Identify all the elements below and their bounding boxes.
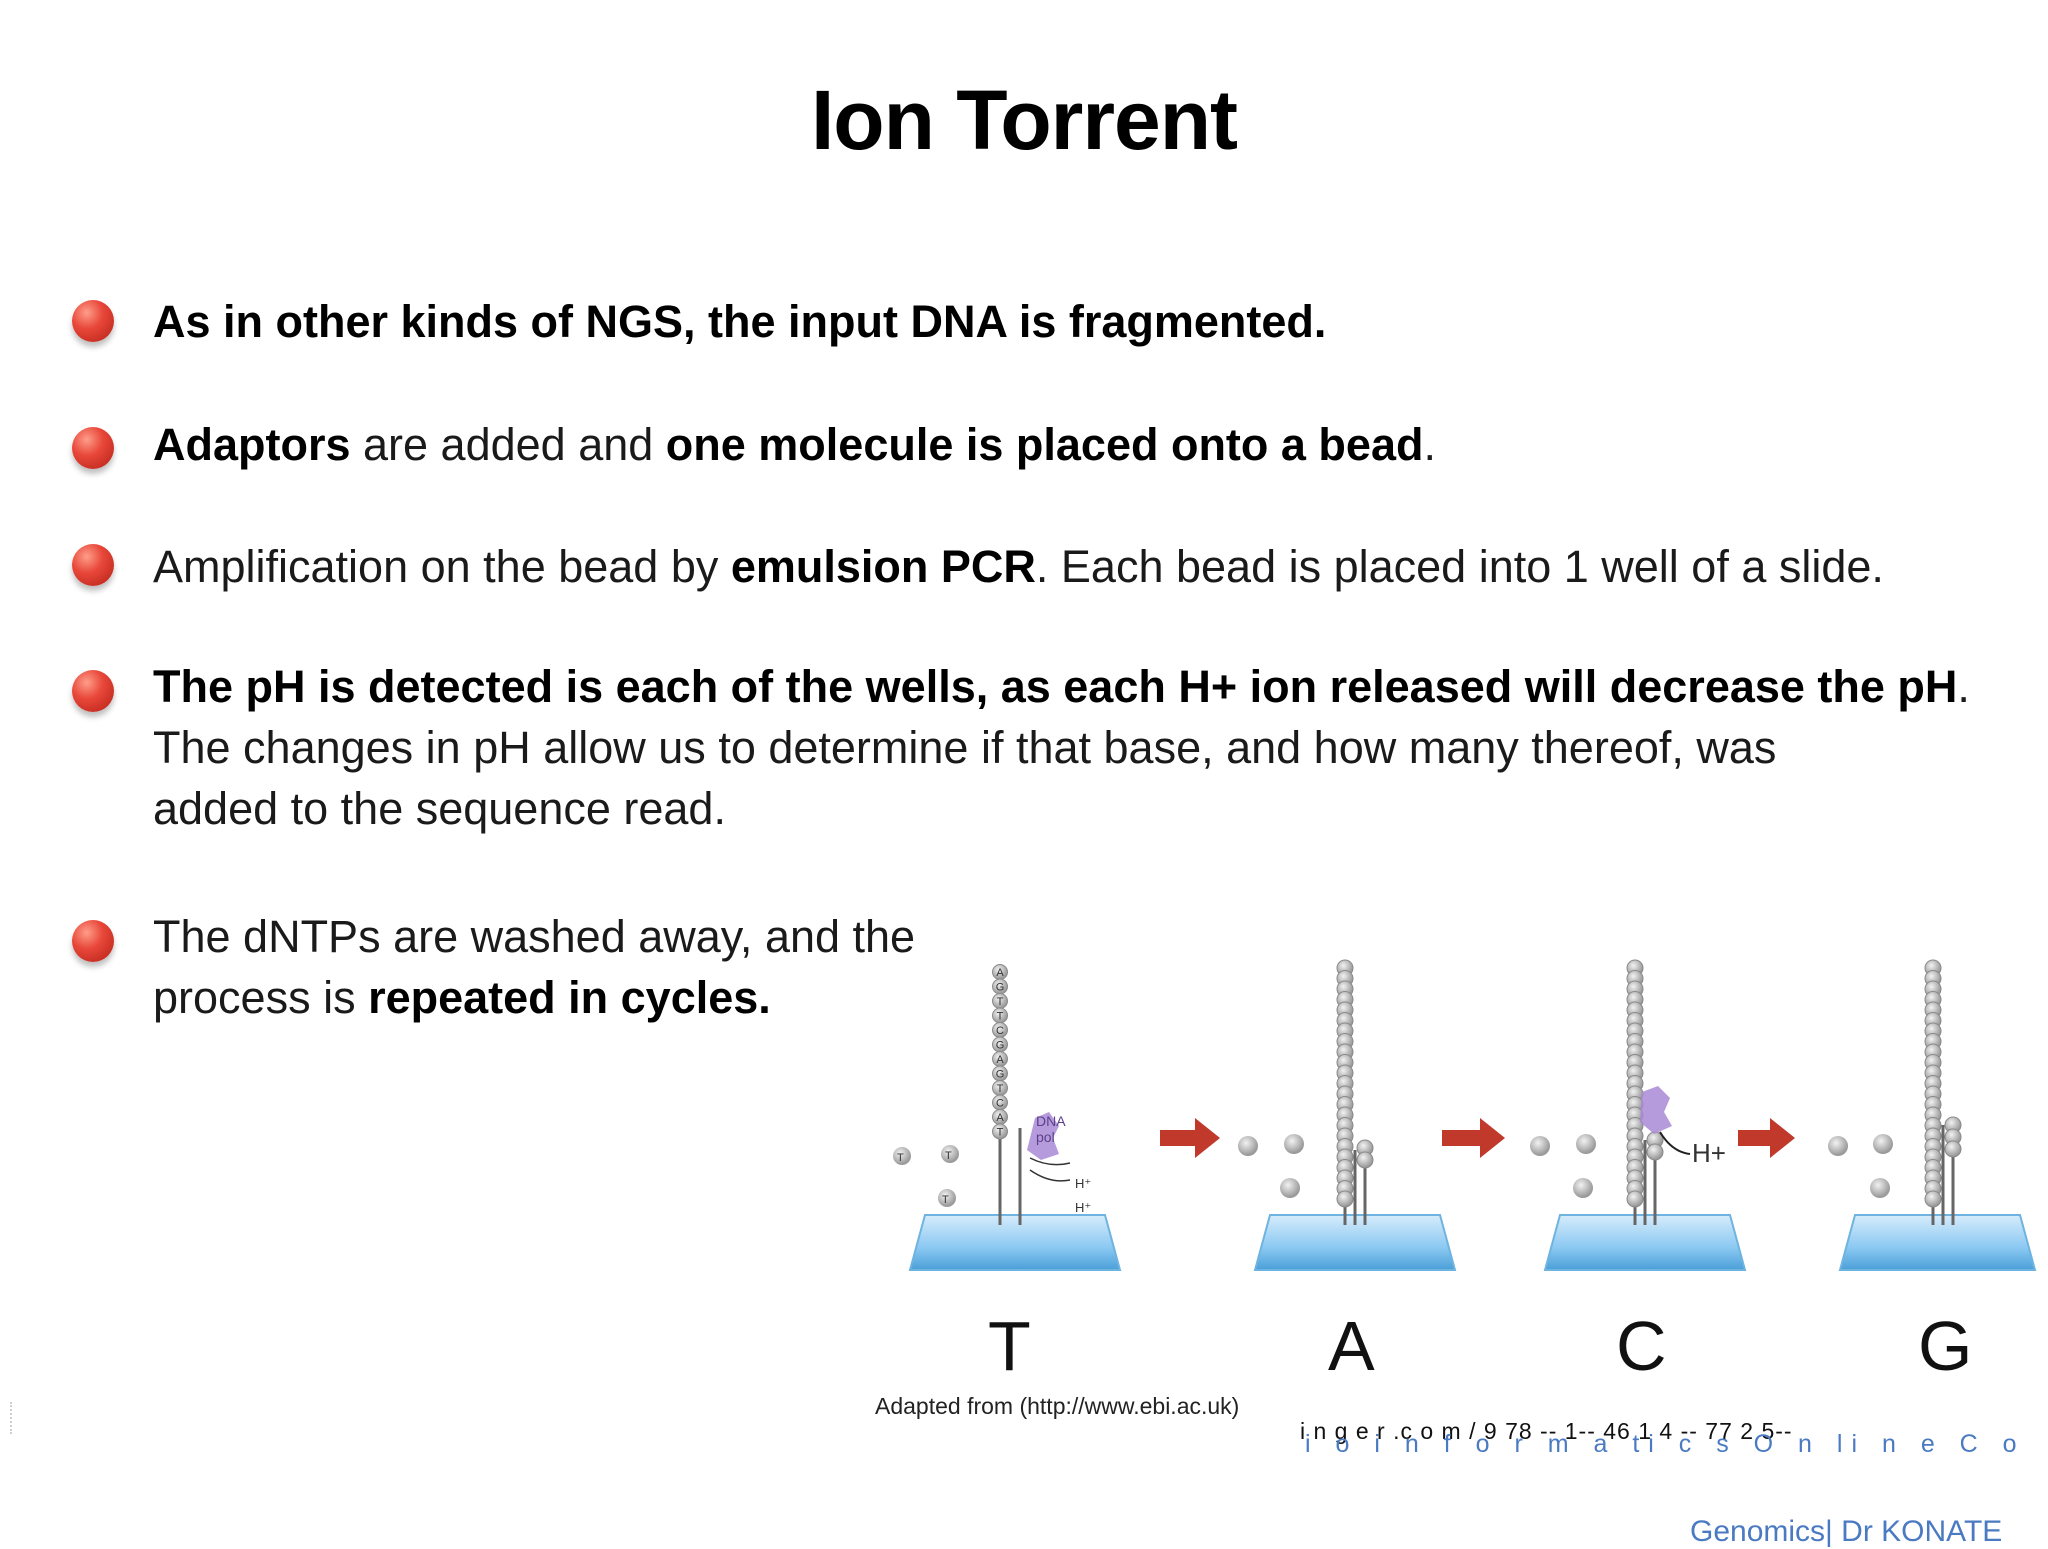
footer-author: Genomics| Dr KONATE	[1690, 1515, 2003, 1548]
panel-c: H+ C	[1530, 959, 1747, 1385]
bullet-2-plain-a: are added and	[350, 419, 666, 470]
dna-polymerase-shape	[1027, 1112, 1059, 1160]
strand-letter: T	[997, 1127, 1004, 1139]
bullet-2-plain-b: .	[1423, 419, 1436, 470]
nucleotide-bead	[1944, 1140, 1962, 1158]
nucleotide-bead	[1924, 1190, 1942, 1208]
nucleotide-bead	[1356, 1151, 1374, 1169]
strand-letter: T	[997, 1083, 1004, 1095]
base-label-t: T	[988, 1307, 1031, 1385]
enzyme-label-pol: pol	[1036, 1129, 1055, 1145]
nucleotide-t	[893, 1147, 911, 1165]
strand-nucleotide	[992, 1123, 1008, 1140]
slide-title: Ion Torrent	[810, 73, 1238, 167]
free-nucleotide	[1828, 1136, 1848, 1156]
bullet-icon	[72, 544, 114, 586]
dna-polymerase-shape	[1640, 1086, 1672, 1134]
bullet-text-4: The pH is detected is each of the wells,…	[153, 656, 1970, 839]
bioinformatics-online-watermark: i o i n f o r m a ti c s O n li n e C o	[1305, 1430, 2026, 1458]
panel-g: G	[1828, 959, 2037, 1385]
bullet-text-3: Amplification on the bead by emulsion PC…	[153, 536, 1884, 597]
release-arrow	[1659, 1131, 1691, 1155]
bullet-text-1: As in other kinds of NGS, the input DNA …	[153, 291, 1326, 352]
bullet-5-plain: process is	[153, 972, 369, 1023]
strand-letter: A	[996, 967, 1004, 979]
bullet-5-line1: The dNTPs are washed away, and the	[153, 911, 916, 962]
bullet-3-bold: emulsion PCR	[730, 541, 1036, 592]
strand-letter: A	[996, 1054, 1004, 1066]
free-nucleotide	[1873, 1134, 1893, 1154]
base-label-g: G	[1918, 1307, 1972, 1385]
bullet-5-bold: repeated in cycles.	[368, 972, 771, 1023]
strand-letter: G	[996, 1069, 1005, 1081]
bullet-1-bold: As in other kinds of NGS, the input DNA …	[153, 296, 1327, 347]
slide-plate	[1838, 1214, 2037, 1271]
slide-plate	[1253, 1214, 1457, 1271]
bullet-4-bold: The pH is detected is each of the wells,…	[153, 661, 1958, 712]
panel-a: A	[1238, 959, 1457, 1385]
release-arrow	[1029, 1157, 1071, 1166]
step-arrow-icon	[1442, 1118, 1505, 1158]
proton-label: H⁺	[1075, 1200, 1091, 1215]
bullet-icon	[72, 427, 114, 469]
strand-letter: G	[996, 982, 1005, 994]
proton-label: H⁺	[1075, 1176, 1091, 1191]
step-arrow-icon	[1160, 1118, 1220, 1158]
left-edge-marker	[10, 1402, 14, 1434]
free-nucleotide	[1280, 1178, 1300, 1198]
free-nucleotide	[1576, 1134, 1596, 1154]
bullet-4-plain: .	[1957, 661, 1970, 712]
bullet-icon	[72, 670, 114, 712]
slide-plate	[1543, 1214, 1747, 1271]
strand-letter: C	[996, 1025, 1004, 1037]
free-nucleotide	[1870, 1178, 1890, 1198]
bullet-icon	[72, 300, 114, 342]
bullet-2-bold-b: one molecule is placed onto a bead	[665, 419, 1424, 470]
free-nucleotide	[1573, 1178, 1593, 1198]
nucleotide-label: T	[942, 1194, 949, 1206]
bullet-2-bold-a: Adaptors	[153, 419, 351, 470]
bead-column	[1626, 959, 1664, 1208]
nucleotide-label: T	[945, 1150, 952, 1162]
bullet-icon	[72, 920, 114, 962]
strand-letter: C	[996, 1098, 1004, 1110]
isbn-watermark: i n g e r .c o m / 9 78 -- 1-- 46 1 4 --…	[1300, 1418, 1793, 1444]
nucleotide-t	[941, 1145, 959, 1163]
free-nucleotide	[1238, 1136, 1258, 1156]
strand-letter: T	[997, 1011, 1004, 1023]
slide-plate	[908, 1214, 1122, 1271]
base-label-a: A	[1328, 1307, 1375, 1385]
base-label-c: C	[1616, 1307, 1667, 1385]
bullet-3-plain-a: Amplification on the bead by	[153, 541, 731, 592]
bullet-text-2: Adaptors are added and one molecule is p…	[153, 414, 1436, 475]
bullet-4-line2: The changes in pH allow us to determine …	[153, 722, 1777, 773]
bullet-3-plain-b: . Each bead is placed into 1 well of a s…	[1035, 541, 1884, 592]
nucleotide-bead	[1646, 1143, 1664, 1161]
bead-column	[1336, 959, 1374, 1208]
nucleotide-bead	[1336, 1190, 1354, 1208]
strand-letter: A	[996, 1112, 1004, 1124]
bead-column	[1924, 959, 1962, 1208]
nucleotide-bead	[1626, 1190, 1644, 1208]
release-arrow	[1029, 1169, 1071, 1182]
strand-letter: T	[997, 996, 1004, 1008]
bullet-text-5: The dNTPs are washed away, and the proce…	[153, 906, 915, 1028]
strand-letter: G	[996, 1040, 1005, 1052]
step-arrow-icon	[1738, 1118, 1795, 1158]
nucleotide-label: T	[897, 1152, 904, 1164]
image-credit-caption: Adapted from (http://www.ebi.ac.uk)	[875, 1393, 1240, 1419]
proton-label: H+	[1692, 1138, 1726, 1168]
free-nucleotide	[1530, 1136, 1550, 1156]
bullet-4-line3: added to the sequence read.	[153, 783, 726, 834]
free-nucleotide	[1284, 1134, 1304, 1154]
nucleotide-t	[938, 1189, 956, 1207]
enzyme-label-dna: DNA	[1036, 1113, 1066, 1129]
